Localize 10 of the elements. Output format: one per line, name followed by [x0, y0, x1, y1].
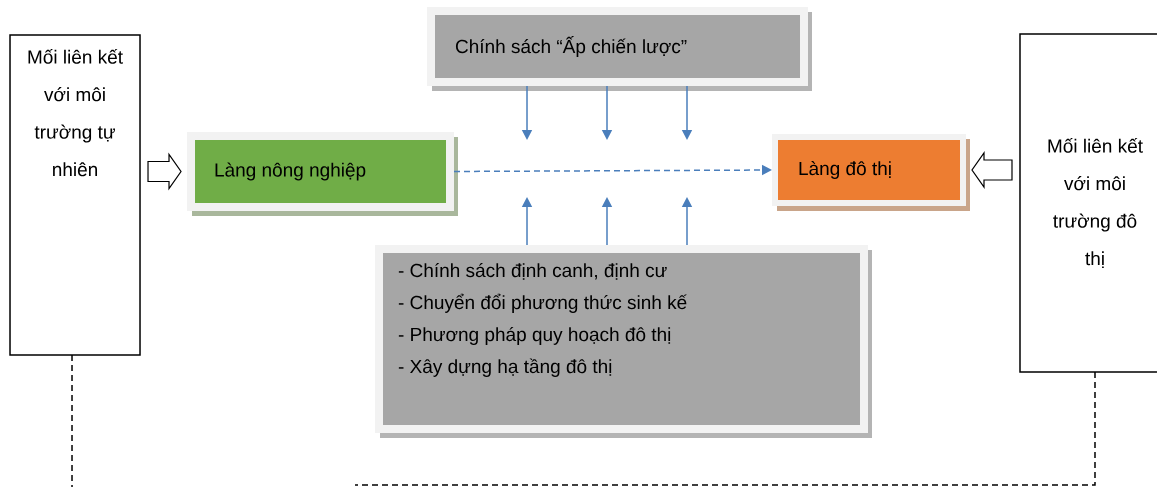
block-arrow [971, 151, 1013, 189]
process-box: Mối liên kết với môi trường đô thị [1019, 33, 1157, 373]
dashed-line [354, 371, 1096, 486]
process-box: Chính sách “Ấp chiến lược” [427, 7, 812, 91]
dashed-line [71, 354, 73, 487]
process-box: - Chính sách định canh, định cư - Chuyển đổi phương thức sinh kế - Phương pháp quy hoạch đô thị - Xây dựng hạ tầng đô thị [375, 245, 872, 438]
process-box: Làng đô thị [772, 134, 970, 211]
process-box: Làng nông nghiệp [187, 132, 458, 216]
block-arrow [147, 152, 182, 191]
process-box: Mối liên kết với môi trường tự nhiên [9, 34, 141, 356]
